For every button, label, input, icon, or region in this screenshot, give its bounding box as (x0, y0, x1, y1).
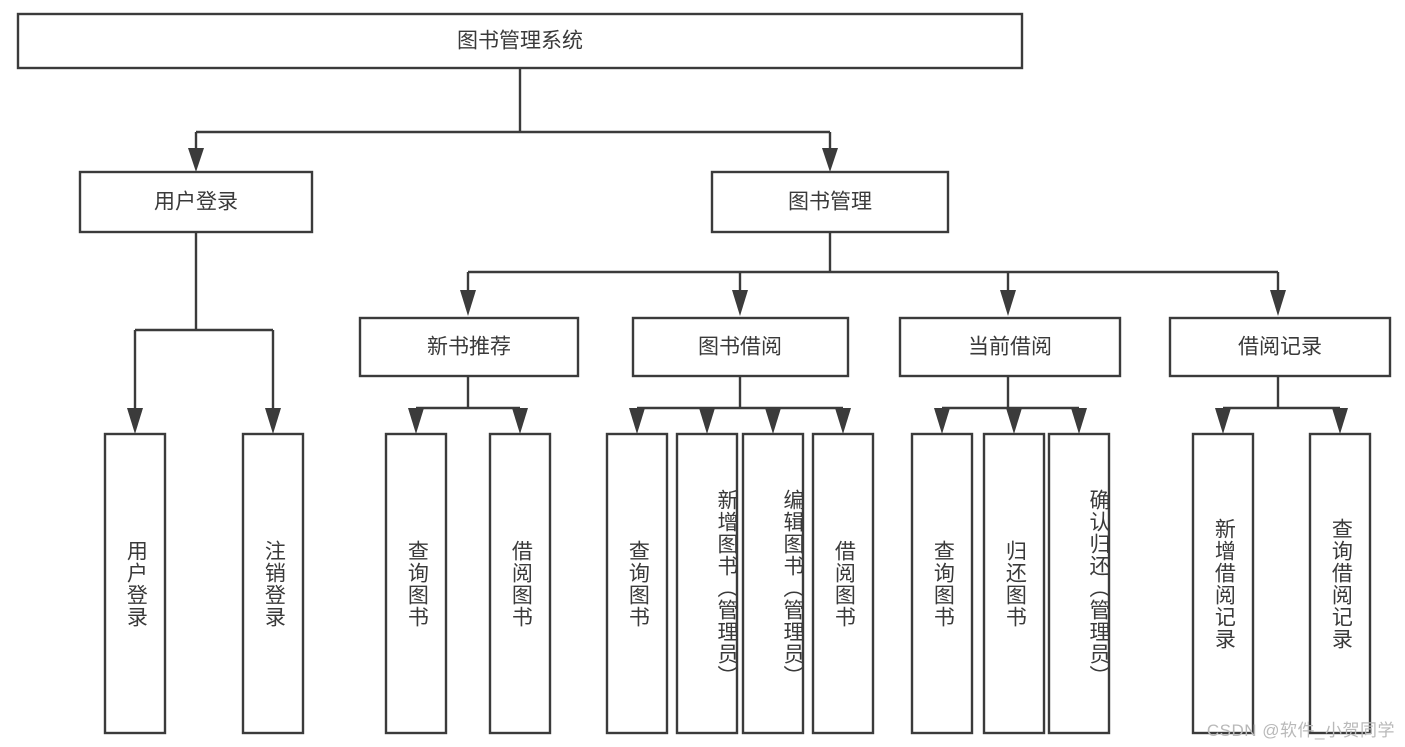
arrow-to-current-borrow (1000, 290, 1016, 316)
node-leaf-borrow-book-bb[interactable] (811, 432, 875, 735)
node-borrow-record-label: 借阅记录 (1238, 336, 1322, 359)
node-book-borrow[interactable] (631, 316, 850, 378)
arrow-leaf-borrow-record-2 (1332, 408, 1348, 434)
node-leaf-user-login[interactable] (103, 432, 167, 735)
node-leaf-return-book[interactable] (982, 432, 1046, 735)
node-new-book-recommend[interactable] (358, 316, 580, 378)
node-book-management[interactable] (710, 170, 950, 234)
node-current-borrow-label: 当前借阅 (968, 336, 1052, 359)
node-new-book-recommend-label: 新书推荐 (427, 336, 511, 359)
node-root-label: 图书管理系统 (457, 30, 583, 53)
arrow-leaf-book-borrow-1 (629, 408, 645, 434)
arrow-leaf-new-book-2 (512, 408, 528, 434)
node-root-book-management-system[interactable] (16, 12, 1024, 70)
node-leaf-logout[interactable] (241, 432, 305, 735)
arrow-leaf-user-login-1 (127, 408, 143, 434)
node-book-management-label: 图书管理 (788, 191, 872, 214)
arrow-to-borrow-record (1270, 290, 1286, 316)
arrow-leaf-current-borrow-2 (1006, 408, 1022, 434)
node-leaf-add-borrow-record[interactable] (1191, 432, 1255, 735)
arrow-leaf-current-borrow-1 (934, 408, 950, 434)
nodes-group: 图书管理系统 用户登录 图书管理 新书推荐 图书借阅 当前借阅 借阅记录 (16, 12, 1392, 735)
arrow-leaf-current-borrow-3 (1071, 408, 1087, 434)
node-leaf-confirm-return-admin[interactable] (1047, 432, 1111, 735)
node-book-borrow-label: 图书借阅 (698, 336, 782, 359)
arrow-leaf-borrow-record-1 (1215, 408, 1231, 434)
node-leaf-query-book-cb[interactable] (910, 432, 974, 735)
node-leaf-borrow-book-nb[interactable] (488, 432, 552, 735)
arrow-leaf-user-login-2 (265, 408, 281, 434)
node-user-login-label: 用户登录 (154, 191, 238, 214)
node-user-login[interactable] (78, 170, 314, 234)
arrow-leaf-book-borrow-3 (765, 408, 781, 434)
arrow-to-book-borrow (732, 290, 748, 316)
arrow-to-book-manage (822, 148, 838, 172)
arrow-leaf-book-borrow-2 (699, 408, 715, 434)
arrow-to-user-login (188, 148, 204, 172)
node-leaf-edit-book-admin[interactable] (741, 432, 805, 735)
csdn-watermark: CSDN @软件_小贺同学 (1206, 721, 1395, 740)
node-leaf-query-book-nb[interactable] (384, 432, 448, 735)
node-borrow-record[interactable] (1168, 316, 1392, 378)
arrow-leaf-book-borrow-4 (835, 408, 851, 434)
node-leaf-add-book-admin[interactable] (675, 432, 739, 735)
arrow-to-new-book (460, 290, 476, 316)
node-leaf-query-book-bb[interactable] (605, 432, 669, 735)
node-current-borrow[interactable] (898, 316, 1122, 378)
connectors-group (127, 68, 1348, 434)
node-leaf-query-borrow-record[interactable] (1308, 432, 1372, 735)
arrow-leaf-new-book-1 (408, 408, 424, 434)
